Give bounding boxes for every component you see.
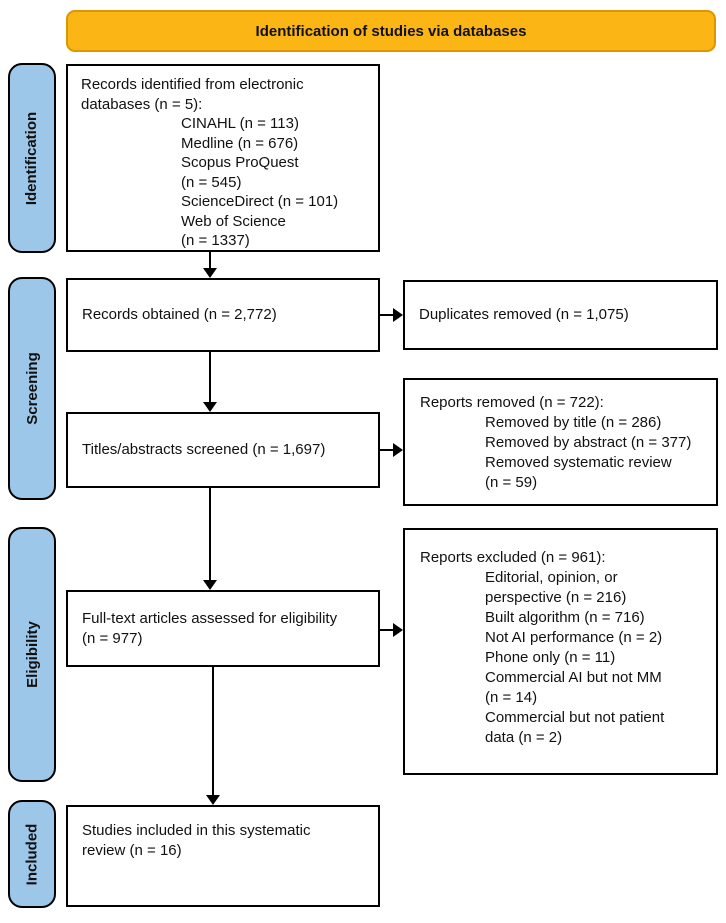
box-line: Built algorithm (n = 716) xyxy=(485,609,645,626)
box-line: Removed by abstract (n = 377) xyxy=(485,434,692,451)
box-line: Records obtained (n = 2,772) xyxy=(82,306,277,323)
box-reports-removed: Reports removed (n = 722): Removed by ti… xyxy=(403,378,718,506)
box-line: Not AI performance (n = 2) xyxy=(485,629,663,646)
box-line: Editorial, opinion, or xyxy=(485,569,618,586)
box-line: Scopus ProQuest xyxy=(181,154,299,171)
box-line: databases (n = 5): xyxy=(81,95,203,113)
box-line: Medline (n = 676) xyxy=(181,134,299,152)
arrow-right-screened-to-removed xyxy=(380,443,403,457)
box-line: Duplicates removed (n = 1,075) xyxy=(419,306,629,323)
box-titles-abstracts-screened: Titles/abstracts screened (n = 1,697) xyxy=(66,412,380,488)
box-line: Reports excluded (n = 961): xyxy=(420,549,606,566)
box-line: (n = 977) xyxy=(82,629,143,647)
box-line: data (n = 2) xyxy=(485,729,563,746)
box-line: perspective (n = 216) xyxy=(485,589,627,606)
arrow-right-fulltext-to-excluded xyxy=(380,623,403,637)
box-line: Commercial AI but not MM xyxy=(485,669,662,686)
box-line: Removed by title (n = 286) xyxy=(485,414,662,431)
arrow-down-obtained-to-screened xyxy=(203,352,217,412)
arrow-down-fulltext-to-included xyxy=(206,667,220,805)
box-line: (n = 14) xyxy=(485,689,538,706)
box-line: (n = 59) xyxy=(485,474,538,491)
box-records-identified: Records identified from electronic datab… xyxy=(66,64,380,252)
box-line: ScienceDirect (n = 101) xyxy=(181,193,339,210)
banner-identification-via-databases: Identification of studies via databases xyxy=(66,10,716,52)
box-reports-excluded: Reports excluded (n = 961): Editorial, o… xyxy=(403,528,718,775)
stage-label-identification: Identification xyxy=(8,63,56,253)
arrow-down-identified-to-obtained xyxy=(203,252,217,278)
box-line: (n = 545) xyxy=(181,173,242,191)
arrow-right-obtained-to-duplicates xyxy=(380,308,403,322)
stage-label-screening: Screening xyxy=(8,277,56,500)
box-line: Removed systematic review xyxy=(485,454,672,471)
box-records-obtained: Records obtained (n = 2,772) xyxy=(66,278,380,352)
box-fulltext-assessed: Full-text articles assessed for eligibil… xyxy=(66,590,380,667)
box-line: review (n = 16) xyxy=(82,842,182,859)
box-line: Web of Science xyxy=(181,212,286,230)
stage-label-eligibility: Eligibility xyxy=(8,527,56,782)
box-line: Full-text articles assessed for eligibil… xyxy=(82,609,338,627)
box-line: Titles/abstracts screened (n = 1,697) xyxy=(82,441,326,458)
box-line: Studies included in this systematic xyxy=(82,822,311,839)
arrow-down-screened-to-fulltext xyxy=(203,488,217,590)
box-line: CINAHL (n = 113) xyxy=(181,115,299,132)
box-line: Records identified from electronic xyxy=(81,76,304,93)
banner-title: Identification of studies via databases xyxy=(255,22,527,40)
box-line: Commercial but not patient xyxy=(485,709,665,726)
box-line: (n = 1337) xyxy=(181,232,250,249)
box-duplicates-removed: Duplicates removed (n = 1,075) xyxy=(403,280,718,350)
box-line: Reports removed (n = 722): xyxy=(420,394,604,411)
box-line: Phone only (n = 11) xyxy=(485,649,616,666)
box-studies-included: Studies included in this systematic revi… xyxy=(66,805,380,907)
stage-label-included: Included xyxy=(8,800,56,908)
